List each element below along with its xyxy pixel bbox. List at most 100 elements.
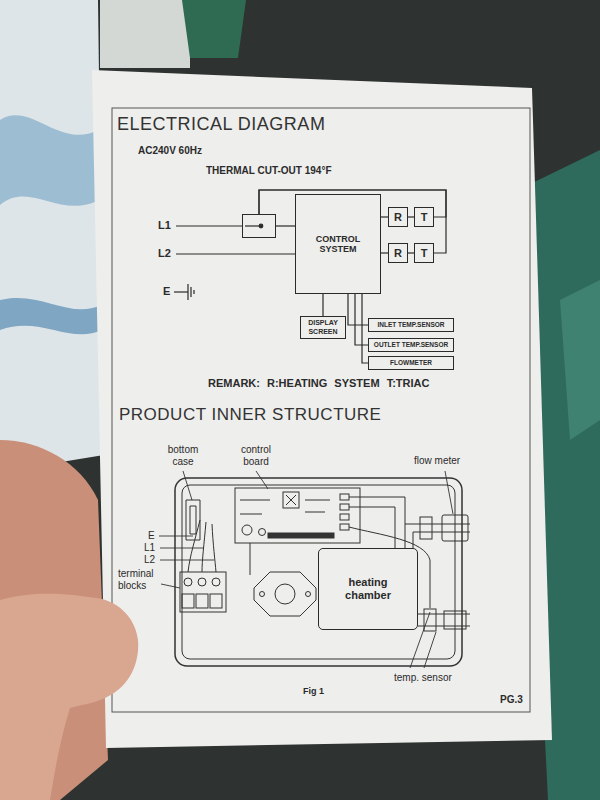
box-top — [100, 0, 190, 68]
board-relay — [340, 514, 349, 520]
terminal-clamp — [210, 594, 222, 608]
green-item-top — [182, 0, 246, 58]
terminal-screw — [212, 578, 220, 586]
node-text: FLOWMETER — [390, 359, 432, 366]
outlet-pipe — [405, 524, 470, 548]
earth-wire — [174, 291, 188, 292]
node-text: DISPLAY SCREEN — [301, 319, 345, 335]
node-text: T — [421, 247, 428, 260]
control-system-box: CONTROL SYSTEM — [295, 194, 381, 294]
page-number: PG.3 — [500, 694, 523, 706]
display-box: DISPLAY SCREEN — [300, 316, 346, 339]
thermal-cutout-box: THERMAL CUT-OUT 194°F — [242, 214, 276, 238]
wire-name: E — [148, 530, 155, 542]
supply-rating: AC240V 60Hz — [138, 145, 202, 157]
board-chip-mark — [286, 495, 296, 505]
line-name: L1 — [158, 219, 171, 232]
bottom-case-clamp — [186, 500, 200, 540]
leader-line — [183, 471, 192, 500]
leader-line — [159, 536, 193, 537]
board-relay — [340, 524, 349, 530]
leader-line — [160, 548, 203, 549]
board-relay — [340, 504, 349, 510]
board-chip — [283, 492, 299, 508]
section-heading: PRODUCT INNER STRUCTURE — [119, 405, 381, 425]
wire-name: L2 — [144, 554, 155, 566]
part-name: flow meter — [414, 455, 460, 467]
terminal-block — [180, 572, 226, 612]
package-left — [0, 0, 104, 472]
control-board — [235, 488, 360, 543]
page-frame — [112, 108, 530, 712]
mount-hole — [260, 592, 265, 597]
node-text: CONTROL SYSTEM — [312, 234, 364, 255]
sensor-box: INLET TEMP.SENSOR — [368, 318, 454, 332]
node-text: R — [394, 211, 402, 224]
node-text: OUTLET TEMP.SENSOR — [374, 341, 448, 348]
green-bag-fold — [560, 280, 600, 440]
heating-chamber: heating chamber — [318, 548, 418, 630]
earth-symbol — [188, 284, 194, 300]
paper-sheet — [92, 70, 552, 748]
package-print — [0, 115, 99, 206]
l2-wire — [176, 253, 295, 254]
terminal-screw — [198, 578, 206, 586]
wire-connector — [348, 294, 368, 325]
node-text: R — [394, 247, 402, 260]
part-name: control board — [230, 444, 282, 467]
leader-line — [424, 632, 436, 668]
part-name: bottom case — [160, 444, 206, 467]
board-traces — [240, 500, 330, 514]
leader-line — [160, 560, 214, 561]
terminal-clamp — [182, 594, 194, 608]
board-connector — [268, 533, 334, 538]
supply-wiring — [174, 224, 295, 300]
terminal-clamp — [196, 594, 208, 608]
triac-box: T — [414, 207, 434, 227]
inner-structure — [175, 478, 470, 666]
package-stripe — [0, 298, 102, 334]
cutout-dot — [259, 224, 263, 228]
wire-connector — [381, 216, 388, 217]
sensor-box: FLOWMETER — [368, 356, 454, 370]
wire-connector — [381, 252, 388, 253]
mount-hole — [306, 592, 311, 597]
board-capacitor — [242, 525, 252, 535]
earth-name: E — [163, 285, 170, 298]
line-name: L2 — [158, 247, 171, 260]
remark-note: REMARK: R:HEATING SYSTEM T:TRIAC — [208, 377, 429, 390]
diagram-title: ELECTRICAL DIAGRAM — [117, 114, 325, 135]
figure-number: Fig 1 — [303, 686, 324, 696]
leader-lines — [159, 471, 453, 668]
board-relay — [340, 494, 349, 500]
node-text: T — [421, 211, 428, 224]
thermal-cutout-disc — [275, 584, 295, 604]
heater-box: R — [388, 243, 408, 263]
sensor-box: OUTLET TEMP.SENSOR — [368, 338, 454, 352]
wire-connector — [322, 294, 323, 316]
leader-line — [256, 471, 268, 489]
node-text: heating chamber — [337, 576, 399, 601]
temp-sensor-body — [444, 611, 466, 629]
node-text: INLET TEMP.SENSOR — [377, 321, 444, 328]
leader-line — [161, 584, 180, 588]
supply-leads — [188, 520, 216, 572]
component-heading: THERMAL CUT-OUT 194°F — [206, 165, 332, 177]
l1-wire — [176, 225, 242, 226]
triac-box: T — [414, 243, 434, 263]
housing-outer — [175, 478, 462, 666]
cutout-leads — [250, 543, 251, 575]
terminal-screw — [184, 578, 192, 586]
heater-box: R — [388, 207, 408, 227]
board-capacitor — [259, 529, 266, 536]
part-name: terminal blocks — [118, 568, 168, 591]
pipe-fitting — [420, 517, 432, 539]
part-name: temp. sensor — [394, 672, 452, 684]
flow-meter-body — [442, 515, 468, 541]
wire-connector — [276, 225, 295, 226]
wire-name: L1 — [144, 542, 155, 554]
cutout-contact — [245, 225, 259, 226]
leader-line — [445, 471, 453, 514]
thumb — [0, 594, 138, 800]
